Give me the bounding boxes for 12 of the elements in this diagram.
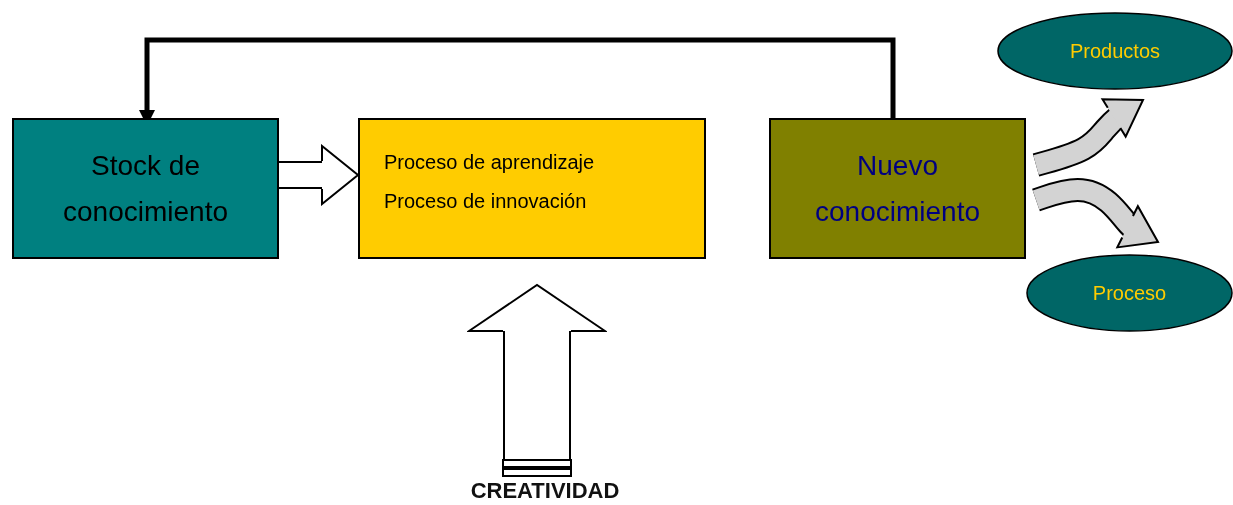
node-text: Stock de conocimiento <box>62 148 229 229</box>
input-label: CREATIVIDAD <box>470 478 620 504</box>
process-box <box>358 118 706 259</box>
node-text: Proceso de aprendizaje <box>384 150 595 174</box>
process-box <box>12 118 279 259</box>
output-ellipse <box>997 12 1233 90</box>
process-box <box>769 118 1026 259</box>
node-text: Proceso <box>1092 281 1167 305</box>
node-text: Productos <box>1069 39 1161 63</box>
node-text: Nuevo conocimiento <box>814 148 981 229</box>
output-ellipse <box>1026 254 1233 332</box>
node-text: Proceso de innovación <box>384 189 587 213</box>
